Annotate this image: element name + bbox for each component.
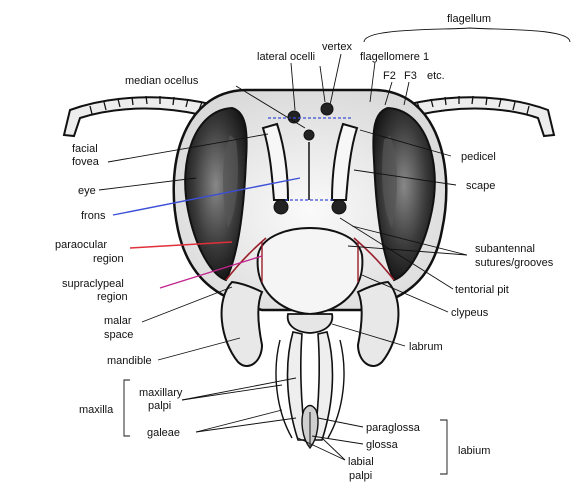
label-labium: labium (458, 445, 490, 457)
labrum (288, 314, 333, 333)
label-palpi-2: palpi (349, 470, 372, 482)
lateral-ocellus-right (321, 103, 333, 115)
right-antennal-socket (332, 200, 346, 214)
label-maxilla: maxilla (79, 404, 114, 416)
label-malar: malar (104, 315, 132, 327)
label-region-1: region (93, 253, 124, 265)
label-facial: facial (72, 143, 98, 155)
label-flagellum: flagellum (447, 13, 491, 25)
label-tentorial-pit: tentorial pit (455, 284, 509, 296)
label-region-2: region (97, 291, 128, 303)
label-subantennal: subantennal (475, 243, 535, 255)
left-mandible (222, 282, 262, 366)
label-pedicel: pedicel (461, 151, 496, 163)
label-palpi-1: palpi (148, 400, 171, 412)
label-sutures-grooves: sutures/grooves (475, 257, 554, 269)
label-etc: etc. (427, 70, 445, 82)
label-scape: scape (466, 180, 495, 192)
label-paraglossa: paraglossa (366, 422, 421, 434)
label-eye: eye (78, 185, 96, 197)
label-clypeus: clypeus (451, 307, 489, 319)
label-fovea: fovea (72, 156, 100, 168)
median-ocellus (304, 130, 314, 140)
label-galeae: galeae (147, 427, 180, 439)
left-antennal-socket (274, 200, 288, 214)
right-mandible (358, 282, 398, 366)
label-flagellomere-1: flagellomere 1 (360, 51, 429, 63)
label-f3: F3 (404, 70, 417, 82)
label-space: space (104, 329, 133, 341)
label-labrum: labrum (409, 341, 443, 353)
label-vertex: vertex (322, 41, 352, 53)
label-mandible: mandible (107, 355, 152, 367)
mouthparts (276, 332, 344, 448)
label-f2: F2 (383, 70, 396, 82)
label-maxillary: maxillary (139, 387, 183, 399)
label-frons: frons (81, 210, 106, 222)
label-lateral-ocelli: lateral ocelli (257, 51, 315, 63)
label-paraocular: paraocular (55, 239, 107, 251)
label-glossa: glossa (366, 439, 399, 451)
label-median-ocellus: median ocellus (125, 75, 199, 87)
label-supraclypeal: supraclypeal (62, 278, 124, 290)
label-labial: labial (348, 456, 374, 468)
